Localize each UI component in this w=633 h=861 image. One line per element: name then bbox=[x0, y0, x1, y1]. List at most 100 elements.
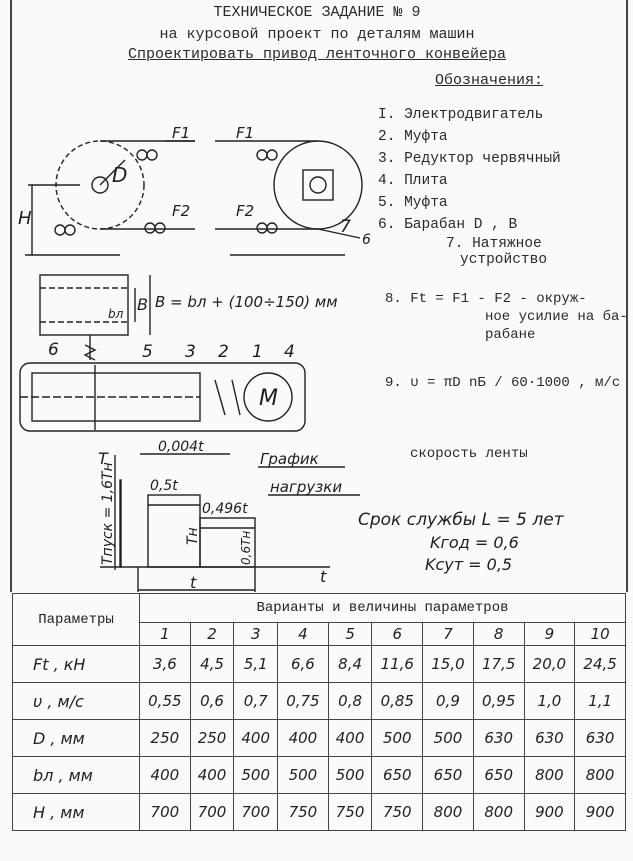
param-value: 400 bbox=[189, 756, 235, 794]
label-3: 3 bbox=[185, 342, 196, 362]
legend-heading: Обозначения: bbox=[435, 72, 544, 89]
motor-symbol: M bbox=[259, 386, 278, 411]
param-value: 500 bbox=[233, 756, 279, 794]
param-value: 11,6 bbox=[371, 645, 424, 683]
param-value: 630 bbox=[574, 719, 626, 757]
drum-width-label: B bbox=[137, 295, 148, 314]
width-formula: B = bл + (100÷150) мм bbox=[155, 293, 338, 311]
param-value: 630 bbox=[523, 719, 576, 757]
param-value: 1,0 bbox=[523, 682, 576, 720]
legend-list: I. Электродвигатель 2. Муфта 3. Редуктор… bbox=[378, 104, 561, 268]
load-chart-title-1: График bbox=[260, 450, 319, 468]
param-value: 750 bbox=[327, 793, 373, 831]
param-name: υ , м/с bbox=[12, 682, 140, 720]
param-value: 6,6 bbox=[277, 645, 329, 683]
drive-diagram: D F1 F2 F1 F2 H 7 6 bл B B = bл + (100÷1… bbox=[18, 124, 565, 592]
variant-number: 8 bbox=[472, 622, 525, 646]
label-5: 5 bbox=[142, 342, 153, 362]
annual-coefficient: Kгод = 0,6 bbox=[430, 533, 519, 552]
legend-item: 4. Плита bbox=[378, 173, 448, 189]
variants-header: Варианты и величины параметров bbox=[139, 593, 626, 623]
param-value: 1,1 bbox=[574, 682, 626, 720]
belt-width-label: bл bbox=[108, 307, 124, 321]
daily-coefficient: Kсут = 0,5 bbox=[425, 555, 512, 574]
variant-number: 6 bbox=[371, 622, 424, 646]
param-value: 0,75 bbox=[277, 682, 329, 720]
param-value: 8,4 bbox=[327, 645, 373, 683]
task-statement: Спроектировать привод ленточного конвейе… bbox=[127, 46, 507, 63]
legend-item: I. Электродвигатель bbox=[378, 107, 544, 123]
param-value: 650 bbox=[472, 756, 525, 794]
force-f1-right: F1 bbox=[236, 124, 254, 142]
param-value: 250 bbox=[189, 719, 235, 757]
document-subtitle: на курсовой проект по деталям машин bbox=[159, 26, 475, 43]
param-value: 800 bbox=[422, 793, 474, 831]
param-value: 0,85 bbox=[371, 682, 424, 720]
param-value: 700 bbox=[233, 793, 279, 831]
param-value: 750 bbox=[371, 793, 424, 831]
param-value: 900 bbox=[523, 793, 576, 831]
legend-item: 7. Натяжное bbox=[446, 236, 542, 252]
label-2: 2 bbox=[218, 342, 229, 362]
interval-1: 0,004t bbox=[158, 439, 204, 455]
param-value: 250 bbox=[139, 719, 191, 757]
start-torque-label: Tпуск = 1,6Tн bbox=[100, 462, 116, 565]
param-value: 500 bbox=[277, 756, 329, 794]
param-value: 0,6 bbox=[189, 682, 235, 720]
param-value: 750 bbox=[277, 793, 329, 831]
param-value: 630 bbox=[472, 719, 525, 757]
param-value: 0,8 bbox=[327, 682, 373, 720]
total-time-label: t bbox=[190, 573, 197, 592]
param-value: 20,0 bbox=[523, 645, 576, 683]
param-value: 17,5 bbox=[472, 645, 525, 683]
diameter-label: D bbox=[112, 163, 127, 187]
param-value: 0,55 bbox=[139, 682, 191, 720]
param-value: 800 bbox=[574, 756, 626, 794]
variant-number: 4 bbox=[277, 622, 329, 646]
variant-number: 5 bbox=[327, 622, 373, 646]
parameters-table: Параметры Варианты и величины параметров… bbox=[12, 593, 626, 831]
interval-3: 0,496t bbox=[202, 501, 248, 517]
document-title: ТЕХНИЧЕСКОЕ ЗАДАНИЕ № 9 bbox=[213, 4, 421, 21]
param-value: 4,5 bbox=[189, 645, 235, 683]
param-value: 500 bbox=[422, 719, 474, 757]
param-value: 0,7 bbox=[233, 682, 279, 720]
variant-number: 9 bbox=[523, 622, 576, 646]
force-f1-left: F1 bbox=[172, 124, 190, 142]
param-value: 400 bbox=[277, 719, 329, 757]
legend-item: 6. Барабан D , B bbox=[378, 217, 518, 233]
force-f2-left: F2 bbox=[172, 202, 190, 220]
param-value: 800 bbox=[472, 793, 525, 831]
variant-number: 3 bbox=[233, 622, 279, 646]
force-f2-right: F2 bbox=[236, 202, 254, 220]
param-value: 700 bbox=[139, 793, 191, 831]
label-4: 4 bbox=[284, 342, 295, 362]
time-axis-label: t bbox=[320, 567, 327, 586]
torque-axis-label: T bbox=[98, 449, 109, 468]
legend-item: 5. Муфта bbox=[378, 195, 448, 211]
param-value: 15,0 bbox=[422, 645, 474, 683]
nominal-torque-label: Tн bbox=[185, 527, 201, 545]
param-value: 0,9 bbox=[422, 682, 474, 720]
param-value: 800 bbox=[523, 756, 576, 794]
param-value: 24,5 bbox=[574, 645, 626, 683]
param-value: 3,6 bbox=[139, 645, 191, 683]
service-life: Срок службы L = 5 лет bbox=[358, 510, 565, 530]
label-6-plan: 6 bbox=[48, 340, 59, 360]
param-value: 650 bbox=[371, 756, 424, 794]
variant-number: 7 bbox=[422, 622, 474, 646]
param-value: 400 bbox=[327, 719, 373, 757]
param-name: H , мм bbox=[12, 793, 140, 831]
variant-number: 1 bbox=[139, 622, 191, 646]
param-value: 900 bbox=[574, 793, 626, 831]
label-1: 1 bbox=[252, 342, 263, 362]
legend-item-9-desc: скорость ленты bbox=[410, 446, 528, 462]
label-7: 7 bbox=[340, 217, 351, 237]
variant-number: 2 bbox=[189, 622, 235, 646]
height-label: H bbox=[18, 208, 32, 229]
reduced-torque-label: 0,6Tн bbox=[239, 531, 253, 565]
param-name: D , мм bbox=[12, 719, 140, 757]
